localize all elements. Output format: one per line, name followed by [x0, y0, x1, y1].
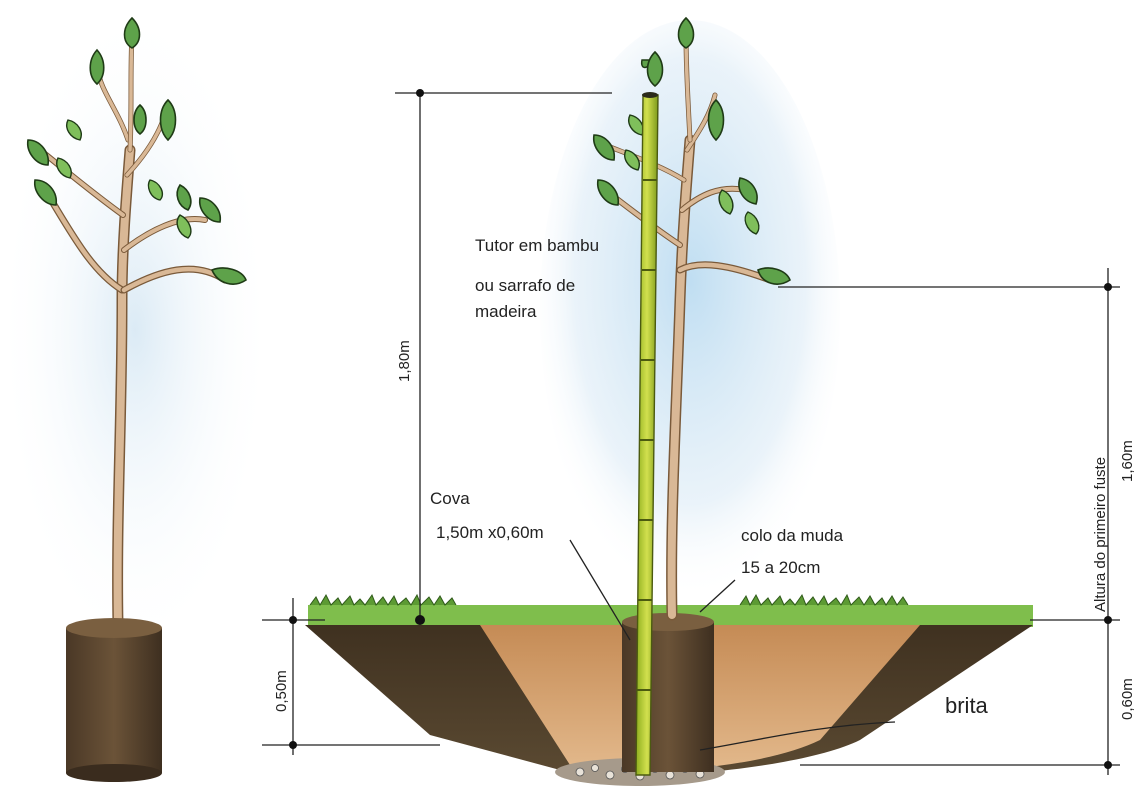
- left-pot-top: [66, 618, 162, 638]
- dim-label-pit-depth: 0,60m: [1119, 678, 1136, 720]
- brita-label: brita: [945, 693, 989, 718]
- dim-label-pot: 0,50m: [273, 670, 290, 712]
- dim-label-fuste: 1,60m: [1119, 440, 1136, 482]
- cova-label-2: 1,50m x0,60m: [436, 523, 544, 542]
- tutor-label-2: ou sarrafo de: [475, 276, 575, 295]
- tutor-label-3: madeira: [475, 302, 537, 321]
- colo-label-1: colo da muda: [741, 526, 844, 545]
- dim-label-fuste-title: Altura do primeiro fuste: [1092, 457, 1109, 612]
- ground-section: [305, 595, 1033, 786]
- cova-label-1: Cova: [430, 489, 470, 508]
- left-pot: [66, 628, 162, 773]
- leaf: [125, 18, 140, 48]
- colo-label-2: 15 a 20cm: [741, 558, 820, 577]
- tutor-label-1: Tutor em bambu: [475, 236, 599, 255]
- dim-label-tutor: 1,80m: [396, 340, 413, 382]
